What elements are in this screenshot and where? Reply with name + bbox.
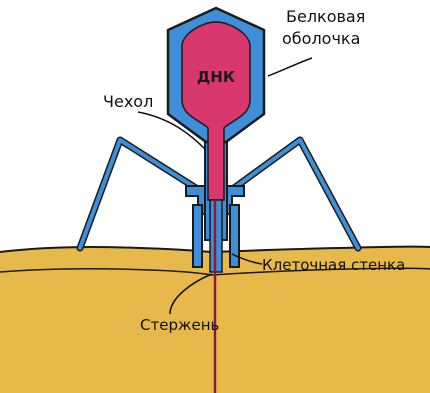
pointer-protein-coat: [268, 58, 312, 76]
label-rod: Стержень: [140, 316, 219, 334]
tail-fiber-right: [234, 140, 358, 248]
base-plate-spike-left: [193, 205, 202, 267]
label-sheath: Чехол: [103, 92, 153, 111]
label-cell-wall: Клеточная стенка: [262, 256, 405, 274]
label-protein-coat-line2: оболочка: [282, 29, 360, 48]
tail-fiber-right-outline: [234, 140, 358, 248]
label-dna: ДНК: [197, 68, 236, 86]
base-plate-spike-right: [230, 205, 239, 267]
tail-fiber-left-outline: [80, 140, 196, 248]
dna-core: [182, 22, 250, 200]
label-protein-coat-line1: Белковая: [286, 7, 365, 26]
